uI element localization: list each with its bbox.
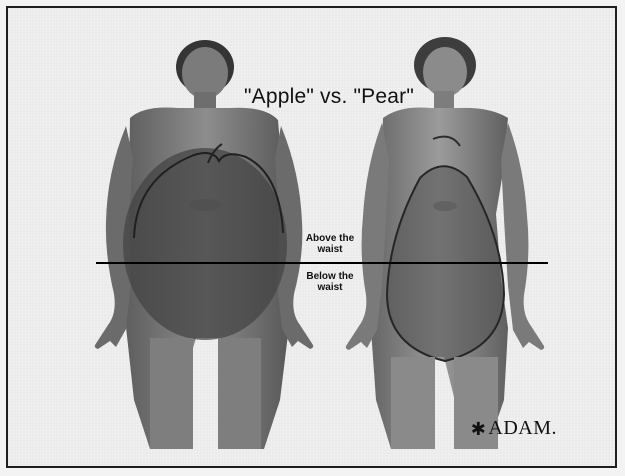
- adam-logo: ✱ADAM.: [471, 417, 557, 440]
- above-waist-label-line-1: Above the: [295, 233, 365, 244]
- below-waist-label: Below the waist: [295, 271, 365, 293]
- below-waist-label-line-2: waist: [295, 282, 365, 293]
- waist-line: [96, 262, 548, 264]
- below-waist-label-line-1: Below the: [295, 271, 365, 282]
- above-waist-label-line-2: waist: [295, 244, 365, 255]
- diagram-title: "Apple" vs. "Pear": [244, 85, 414, 109]
- adam-logo-text: ADAM.: [488, 417, 557, 439]
- diagram-frame: "Apple" vs. "Pear" Above the waist Below…: [6, 6, 617, 468]
- above-waist-label: Above the waist: [295, 233, 365, 255]
- adam-logo-mark-icon: ✱: [471, 419, 487, 440]
